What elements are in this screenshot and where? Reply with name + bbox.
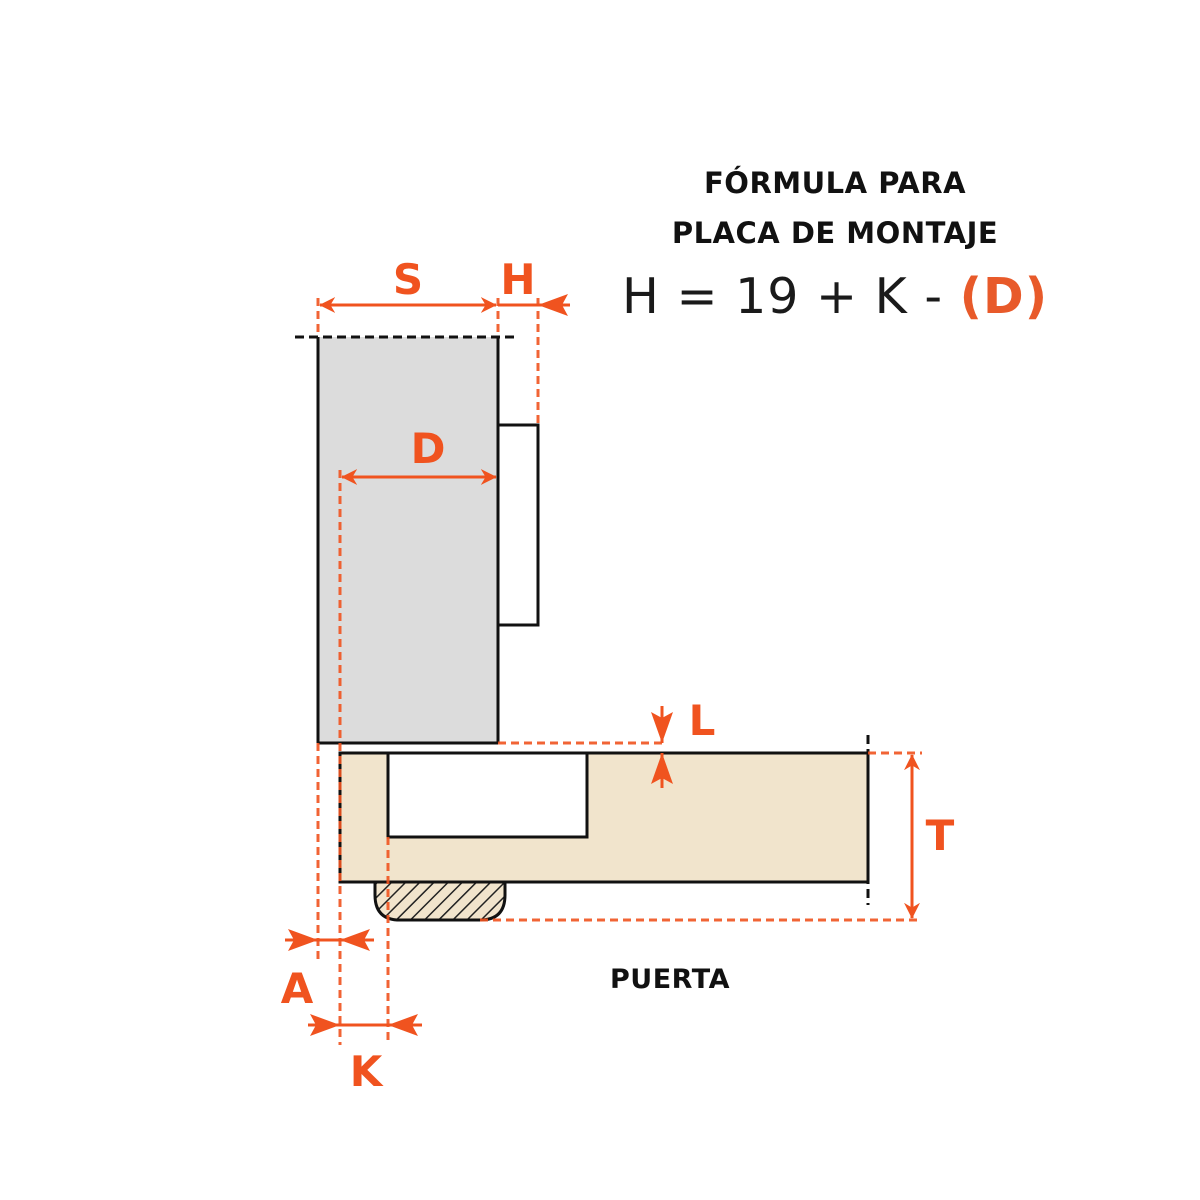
title-line-1: FÓRMULA PARA [703, 166, 967, 200]
label-h: H [500, 255, 535, 304]
dimension-s: S [319, 255, 497, 313]
label-a: A [281, 964, 314, 1013]
formula-constant: 19 [735, 268, 800, 325]
dimension-d: D [341, 424, 497, 485]
formula-k: K [874, 268, 908, 325]
dimension-a: A [281, 929, 374, 1013]
formula-d: (D) [959, 268, 1049, 325]
mounting-plate [496, 423, 540, 627]
label-s: S [393, 255, 423, 304]
reference-lines [316, 298, 922, 1045]
formula-equals: = [676, 268, 719, 325]
hinge-cup-recess [386, 751, 589, 839]
formula-h: H [622, 268, 660, 325]
formula-plus: + [816, 268, 859, 325]
label-d: D [411, 424, 446, 473]
title-line-2: PLACA DE MONTAJE [671, 216, 999, 250]
dimension-l: L [651, 696, 715, 788]
label-k: K [350, 1047, 384, 1096]
dimension-k: K [308, 1014, 422, 1096]
cabinet-side-panel [316, 337, 500, 745]
dimension-h: H [498, 255, 570, 316]
mounting-plate-formula: H = 19 + K - (D) [622, 268, 1052, 325]
label-l: L [689, 696, 716, 745]
door-label: PUERTA [610, 964, 730, 995]
door-seal-profile [373, 880, 507, 922]
dimension-t: T [904, 754, 955, 919]
door-panel [338, 751, 870, 884]
label-t: T [926, 811, 955, 860]
formula-minus: - [924, 268, 944, 325]
